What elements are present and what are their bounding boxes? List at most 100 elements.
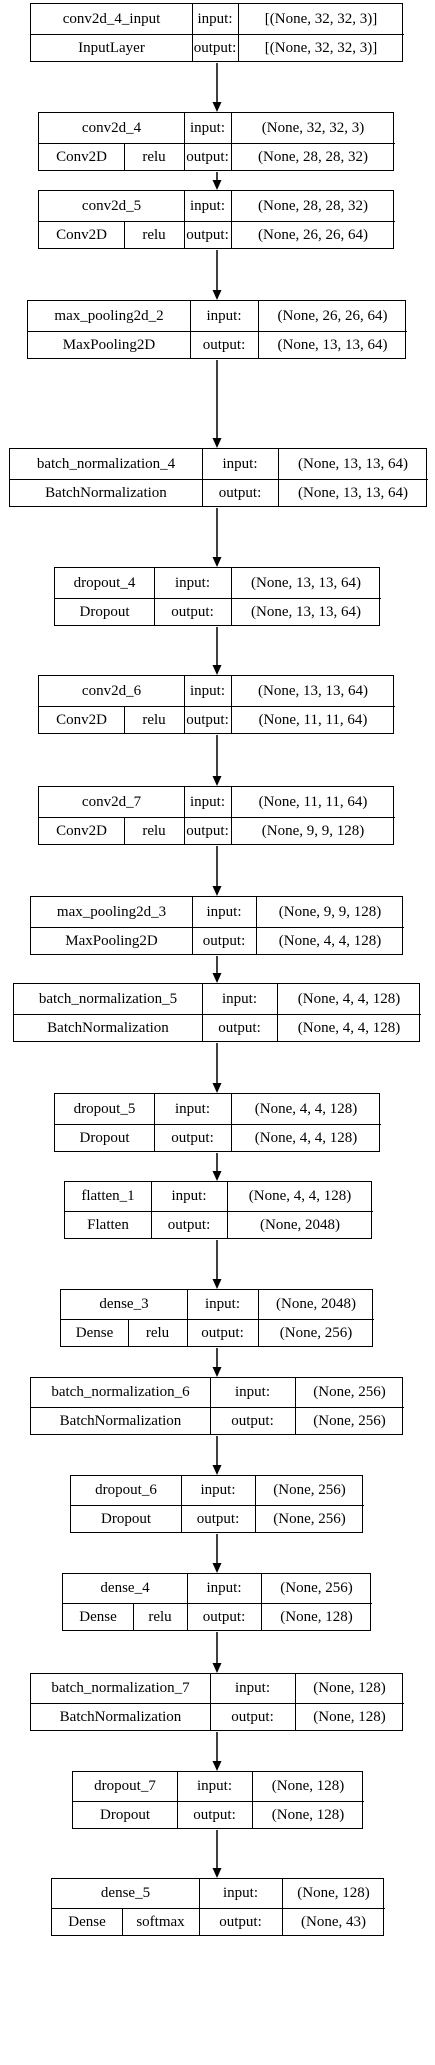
cell-divider xyxy=(187,1574,188,1630)
layer-class: Flatten xyxy=(87,1217,129,1233)
output-label: output: xyxy=(171,1130,214,1146)
output-shape: (None, 13, 13, 64) xyxy=(277,337,388,353)
layer-class: Dense xyxy=(79,1609,117,1625)
output-shape: (None, 11, 11, 64) xyxy=(258,712,368,728)
layer-class: Dropout xyxy=(79,1130,130,1146)
output-label: output: xyxy=(218,485,262,501)
row-divider xyxy=(39,817,395,818)
input-shape: (None, 128) xyxy=(297,1885,370,1901)
layer-name: conv2d_6 xyxy=(81,682,142,699)
layer-name: flatten_1 xyxy=(81,1188,135,1204)
output-label: output: xyxy=(186,823,229,839)
cell-divider xyxy=(154,568,155,625)
layer-class: Conv2D xyxy=(56,712,107,728)
input-shape: (None, 13, 13, 64) xyxy=(298,455,408,472)
layer-class: BatchNormalization xyxy=(45,485,167,501)
row-divider xyxy=(14,1014,421,1015)
cell-divider xyxy=(258,301,259,358)
cell-divider xyxy=(258,1290,259,1346)
arrow-head xyxy=(212,1465,222,1475)
output-label: output: xyxy=(171,604,214,620)
layer-class: Dropout xyxy=(101,1511,151,1527)
cell-divider xyxy=(128,1319,129,1346)
arrow-head xyxy=(212,1663,222,1673)
layer-name: conv2d_5 xyxy=(81,197,142,214)
layer-name: dense_4 xyxy=(100,1580,150,1596)
arrow-head xyxy=(212,102,222,112)
input-shape: (None, 13, 13, 64) xyxy=(258,682,368,699)
output-shape: (None, 4, 4, 128) xyxy=(297,1020,401,1036)
arrow-head xyxy=(212,665,222,675)
output-shape: (None, 26, 26, 64) xyxy=(258,227,368,243)
output-label: output: xyxy=(186,149,229,165)
layer-class: Dropout xyxy=(79,604,130,620)
cell-divider xyxy=(231,191,232,248)
layer-name: dropout_6 xyxy=(95,1482,157,1498)
input-shape: (None, 32, 32, 3) xyxy=(261,119,365,136)
layer-name: max_pooling2d_3 xyxy=(56,903,167,920)
cell-divider xyxy=(122,1908,123,1935)
row-divider xyxy=(71,1505,364,1506)
row-divider xyxy=(28,331,407,332)
arrow-head xyxy=(212,973,222,983)
cell-divider xyxy=(124,706,125,733)
input-shape: [(None, 32, 32, 3)] xyxy=(264,10,378,27)
layer-name: dropout_5 xyxy=(73,1100,136,1117)
arrow-head xyxy=(212,1563,222,1573)
input-label: input: xyxy=(174,1100,210,1117)
layer-class: Dense xyxy=(68,1914,106,1930)
layer-name: batch_normalization_5 xyxy=(38,990,178,1007)
layer-activation: softmax xyxy=(136,1914,185,1930)
cell-divider xyxy=(252,1772,253,1828)
output-label: output: xyxy=(202,1609,246,1625)
row-divider xyxy=(39,221,395,222)
layer-class: BatchNormalization xyxy=(47,1020,169,1036)
cell-divider xyxy=(184,191,185,248)
input-label: input: xyxy=(222,1885,258,1901)
arrow-head xyxy=(212,1279,222,1289)
output-label: output: xyxy=(186,227,229,243)
cell-divider xyxy=(184,787,185,844)
input-label: input: xyxy=(206,307,242,324)
layer-name: dense_3 xyxy=(99,1296,149,1312)
input-label: input: xyxy=(234,1680,270,1696)
input-shape: (None, 4, 4, 128) xyxy=(297,990,401,1007)
row-divider xyxy=(73,1801,364,1802)
output-shape: (None, 9, 9, 128) xyxy=(261,823,365,839)
arrow-head xyxy=(212,1367,222,1377)
row-divider xyxy=(31,927,404,928)
row-divider xyxy=(31,34,404,35)
layer-class: Conv2D xyxy=(56,227,107,243)
cell-divider xyxy=(256,897,257,954)
layer-class: Dense xyxy=(75,1325,114,1341)
input-shape: (None, 11, 11, 64) xyxy=(258,793,368,810)
cell-divider xyxy=(278,449,279,506)
cell-divider xyxy=(133,1603,134,1630)
output-shape: (None, 256) xyxy=(279,1325,353,1341)
row-divider xyxy=(39,706,395,707)
output-shape: (None, 13, 13, 64) xyxy=(298,485,408,501)
cell-divider xyxy=(199,1879,200,1935)
input-label: input: xyxy=(222,455,258,472)
cell-divider xyxy=(238,4,239,61)
cell-divider xyxy=(151,1182,152,1238)
input-shape: (None, 256) xyxy=(273,1482,346,1498)
layer-name: dropout_7 xyxy=(94,1778,156,1794)
layer-class: Conv2D xyxy=(56,823,107,839)
arrow-head xyxy=(212,557,222,567)
output-shape: (None, 128) xyxy=(280,1609,353,1625)
cell-divider xyxy=(255,1476,256,1532)
cell-divider xyxy=(124,221,125,248)
layer-class: BatchNormalization xyxy=(59,1413,182,1429)
